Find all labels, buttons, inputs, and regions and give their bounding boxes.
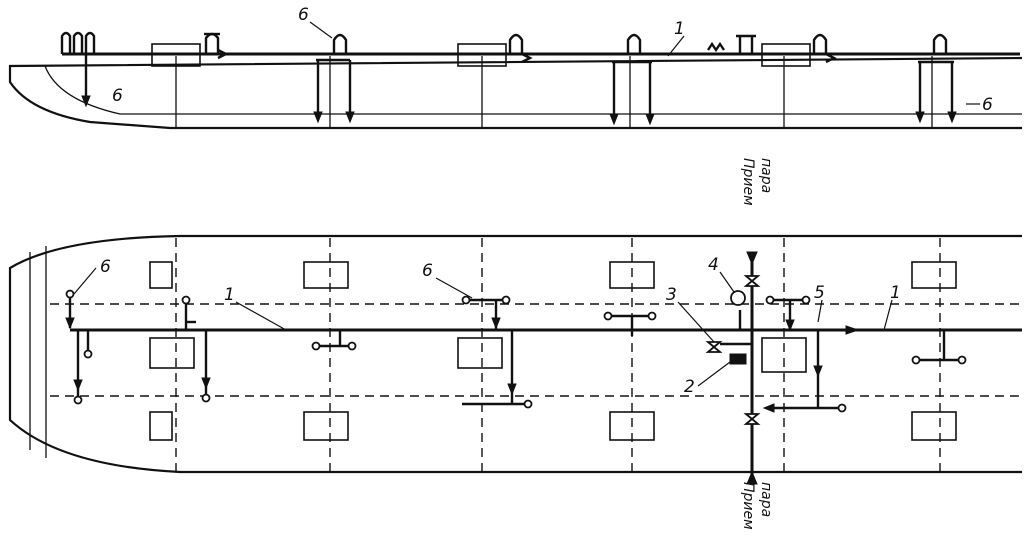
svg-text:пара: пара xyxy=(758,482,774,517)
side-deck-line xyxy=(44,65,1022,115)
label-plan-1-left: 1 xyxy=(224,285,235,305)
plan-branch-arrows xyxy=(65,317,823,413)
svg-text:Прием: Прием xyxy=(740,158,756,206)
label-plan-5: 5 xyxy=(814,283,825,303)
side-frames xyxy=(175,56,933,128)
label-plan-2: 2 xyxy=(684,377,695,397)
label-side-6-top: 6 xyxy=(298,5,309,25)
intake-valves xyxy=(743,275,761,425)
label-plan-4: 4 xyxy=(708,255,719,275)
side-elevation-view: 6 1 6 6 xyxy=(8,5,1023,130)
label-plan-1-right: 1 xyxy=(890,283,901,303)
plan-view: 6 1 6 4 3 2 5 1 Прием пара Прием пара xyxy=(8,158,1022,530)
label-side-6-stern: 6 xyxy=(982,95,993,115)
label-plan-6-bow: 6 xyxy=(100,257,111,277)
svg-text:пара: пара xyxy=(758,158,774,193)
bow-valve-cluster xyxy=(60,31,96,96)
control-valve xyxy=(705,341,723,353)
steam-intake-label-bottom: Прием пара xyxy=(740,482,774,530)
side-hull-outline xyxy=(8,56,1023,130)
steam-intake-arrow-top xyxy=(746,251,758,266)
side-instrument-cluster xyxy=(707,34,756,54)
label-side-6-bow: 6 xyxy=(112,86,123,106)
bow-down-arrow xyxy=(81,95,91,108)
side-deck-valves xyxy=(204,32,957,126)
main-pipe-arrow xyxy=(845,325,860,335)
pressure-gauge xyxy=(730,290,746,306)
steam-intake-label-top: Прием пара xyxy=(740,158,774,206)
plan-branch-ends xyxy=(65,289,967,413)
plan-branches xyxy=(68,294,962,410)
steam-intake-arrow-bottom xyxy=(746,470,758,485)
label-side-1: 1 xyxy=(674,19,685,39)
plan-dash-frames xyxy=(175,238,941,472)
svg-text:Прием: Прием xyxy=(740,482,756,530)
plan-hatches xyxy=(149,261,957,441)
label-plan-3: 3 xyxy=(666,285,677,305)
label-plan-6-mid: 6 xyxy=(422,261,433,281)
plan-hull-outline xyxy=(8,234,1022,474)
reducer-body xyxy=(729,353,747,365)
